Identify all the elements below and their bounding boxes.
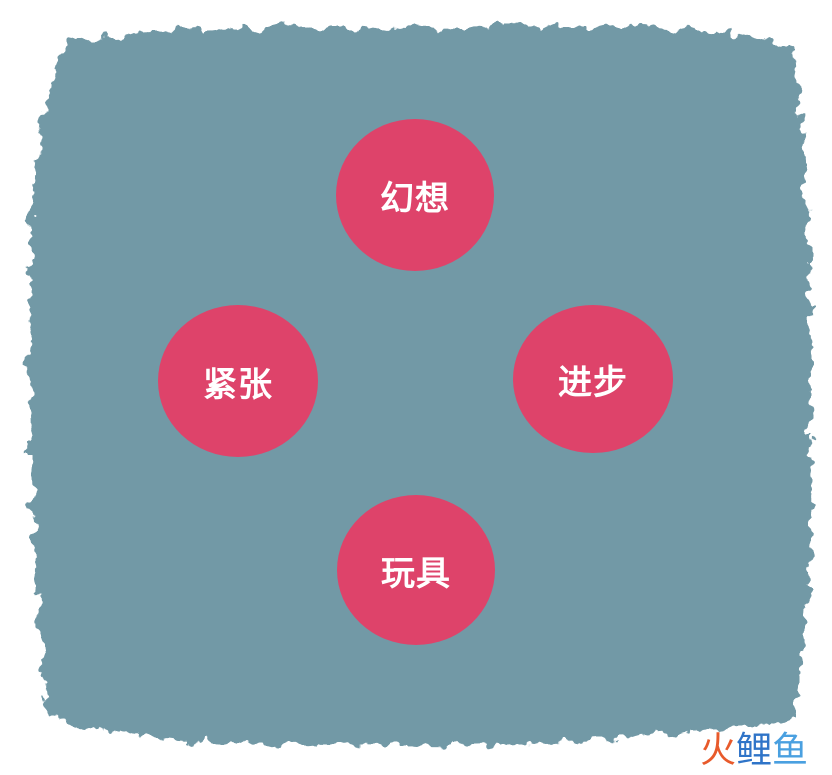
node-tension: 紧张 bbox=[158, 305, 318, 457]
node-toy-label: 玩具 bbox=[381, 553, 451, 594]
watermark-char-carp: 鲤 bbox=[735, 730, 772, 771]
watermark-logo: 火 鲤 鱼 bbox=[700, 733, 808, 769]
watermark-char-fish: 鱼 bbox=[771, 730, 808, 771]
node-fantasy: 幻想 bbox=[336, 119, 494, 271]
node-progress-label: 进步 bbox=[558, 362, 628, 403]
node-fantasy-label: 幻想 bbox=[380, 178, 450, 219]
watermark-char-fire: 火 bbox=[699, 730, 736, 771]
node-progress: 进步 bbox=[513, 305, 673, 453]
brush-stroke-shape bbox=[29, 24, 811, 745]
node-tension-label: 紧张 bbox=[203, 364, 273, 405]
node-toy: 玩具 bbox=[337, 495, 495, 645]
